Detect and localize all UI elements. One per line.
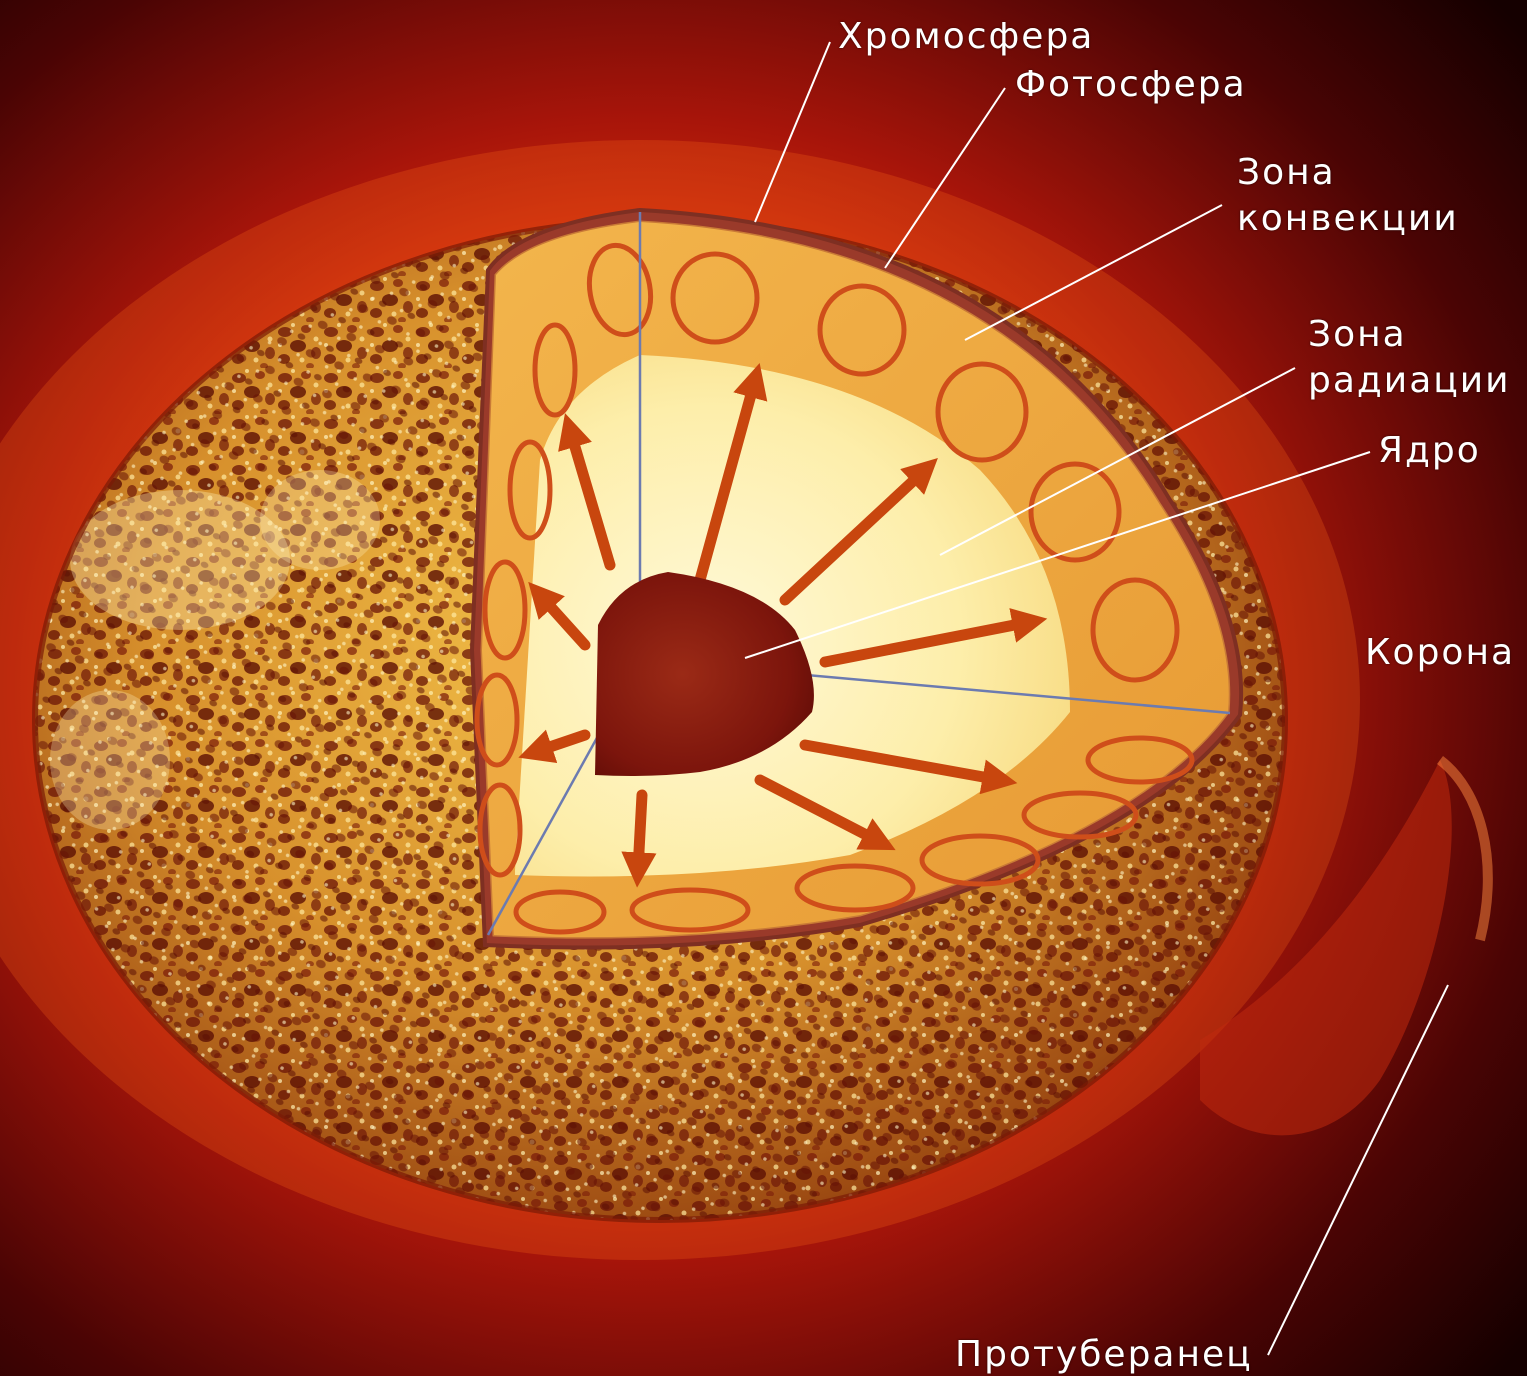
- label-radiation-zone-line-2: радиации: [1308, 358, 1511, 404]
- label-radiation-zone-line-1: Зона: [1308, 312, 1511, 358]
- label-prominence: Протуберанец: [955, 1332, 1253, 1376]
- label-chromosphere: Хромосфера: [838, 14, 1094, 60]
- label-photosphere: Фотосфера: [1015, 62, 1247, 108]
- label-convection-zone: Зона конвекции: [1237, 150, 1459, 242]
- label-convection-zone-line-1: Зона: [1237, 150, 1459, 196]
- label-convection-zone-line-2: конвекции: [1237, 196, 1459, 242]
- label-core: Ядро: [1378, 428, 1481, 474]
- label-radiation-zone: Зона радиации: [1308, 312, 1511, 404]
- label-corona: Корона: [1365, 630, 1515, 676]
